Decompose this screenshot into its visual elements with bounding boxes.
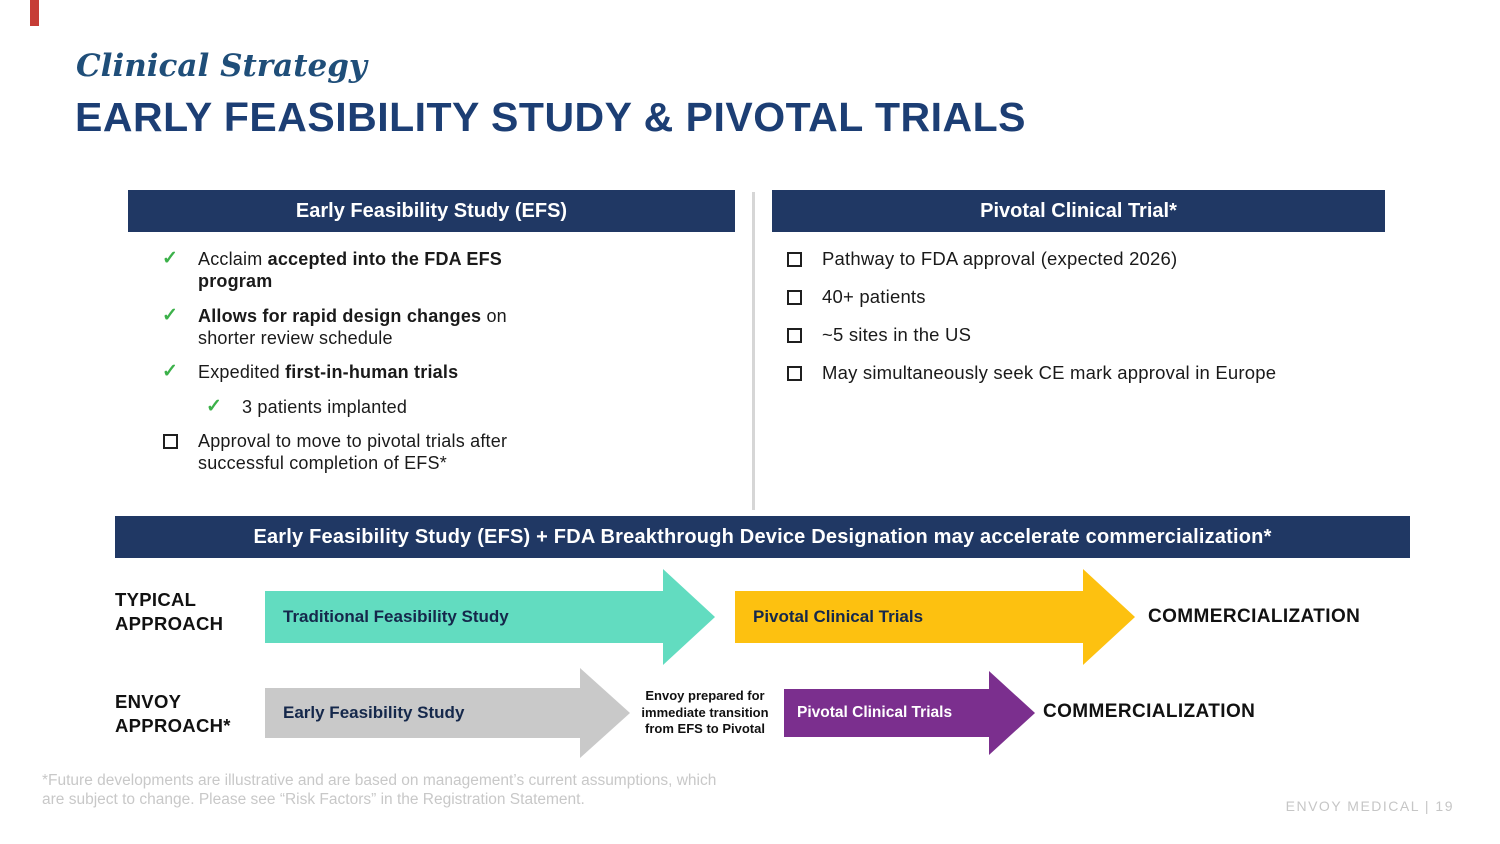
page-footer: ENVOY MEDICAL | 19 bbox=[1285, 798, 1454, 814]
check-icon: ✓ bbox=[162, 304, 179, 326]
bullet-text: Allows for rapid design changes on short… bbox=[198, 305, 507, 348]
pivotal-trials-arrow-envoy: Pivotal Clinical Trials bbox=[784, 671, 1035, 755]
bullet-text: Approval to move to pivotal trials after… bbox=[198, 430, 508, 474]
efs-bullet-item: ✓ Expedited first-in-human trials bbox=[162, 361, 602, 383]
arrow-head bbox=[663, 569, 715, 665]
checkbox-icon bbox=[787, 289, 802, 305]
efs-bullet-list: ✓ Acclaim accepted into the FDA EFS prog… bbox=[162, 248, 602, 487]
pivotal-bullet-item: 40+ patients bbox=[786, 286, 1386, 309]
check-icon: ✓ bbox=[206, 395, 223, 417]
pivotal-bullet-item: May simultaneously seek CE mark approval… bbox=[786, 362, 1386, 385]
bullet-text: May simultaneously seek CE mark approval… bbox=[822, 361, 1277, 383]
arrow-label: Traditional Feasibility Study bbox=[265, 591, 663, 643]
traditional-feasibility-arrow: Traditional Feasibility Study bbox=[265, 569, 715, 665]
efs-sub-bullet-item: ✓ 3 patients implanted bbox=[206, 396, 602, 418]
acceleration-banner: Early Feasibility Study (EFS) + FDA Brea… bbox=[115, 516, 1410, 558]
check-icon: ✓ bbox=[162, 361, 179, 383]
column-divider bbox=[752, 192, 755, 510]
check-icon: ✓ bbox=[162, 248, 179, 269]
commercialization-label-envoy: COMMERCIALIZATION bbox=[1043, 701, 1256, 722]
disclaimer-text: *Future developments are illustrative an… bbox=[42, 772, 717, 808]
page-title: EARLY FEASIBILITY STUDY & PIVOTAL TRIALS bbox=[75, 94, 1026, 140]
bullet-text: Expedited first-in-human trials bbox=[198, 362, 459, 383]
commercialization-label-typical: COMMERCIALIZATION bbox=[1148, 606, 1361, 627]
efs-arrow-envoy: Early Feasibility Study bbox=[265, 668, 630, 758]
pivotal-bullet-list: Pathway to FDA approval (expected 2026) … bbox=[786, 248, 1386, 400]
bullet-text: Acclaim accepted into the FDA EFS progra… bbox=[198, 249, 502, 292]
bullet-text: ~5 sites in the US bbox=[822, 323, 972, 345]
efs-panel-header: Early Feasibility Study (EFS) bbox=[128, 190, 735, 232]
transition-note: Envoy prepared for immediate transition … bbox=[641, 688, 769, 737]
pivotal-panel-title: Pivotal Clinical Trial* bbox=[980, 200, 1177, 222]
pivotal-panel-header: Pivotal Clinical Trial* bbox=[772, 190, 1385, 232]
bullet-text: Pathway to FDA approval (expected 2026) bbox=[822, 248, 1178, 269]
envoy-approach-label: ENVOY APPROACH* bbox=[115, 691, 231, 736]
pivotal-bullet-item: Pathway to FDA approval (expected 2026) bbox=[786, 248, 1386, 271]
checkbox-icon bbox=[787, 327, 802, 343]
bullet-text: 40+ patients bbox=[822, 285, 926, 307]
checkbox-icon bbox=[787, 252, 802, 267]
checkbox-icon bbox=[163, 433, 178, 449]
bullet-text: 3 patients implanted bbox=[242, 396, 408, 417]
efs-bullet-item: ✓ Allows for rapid design changes on sho… bbox=[162, 305, 602, 350]
arrow-label: Pivotal Clinical Trials bbox=[735, 591, 1083, 643]
efs-bullet-item: ✓ Acclaim accepted into the FDA EFS prog… bbox=[162, 248, 602, 293]
arrow-head bbox=[989, 671, 1035, 755]
arrow-head bbox=[1083, 569, 1135, 665]
arrow-label: Pivotal Clinical Trials bbox=[784, 689, 989, 737]
efs-bullet-item: Approval to move to pivotal trials after… bbox=[162, 430, 602, 475]
accent-mark bbox=[30, 0, 39, 26]
pivotal-trials-arrow-typical: Pivotal Clinical Trials bbox=[735, 569, 1135, 665]
efs-panel-title: Early Feasibility Study (EFS) bbox=[295, 200, 568, 222]
typical-approach-label: TYPICAL APPROACH bbox=[115, 589, 224, 634]
pivotal-bullet-item: ~5 sites in the US bbox=[786, 324, 1386, 347]
slide-kicker: Clinical Strategy bbox=[76, 48, 367, 84]
arrow-label: Early Feasibility Study bbox=[265, 688, 580, 738]
arrow-head bbox=[580, 668, 630, 758]
checkbox-icon bbox=[787, 365, 802, 381]
